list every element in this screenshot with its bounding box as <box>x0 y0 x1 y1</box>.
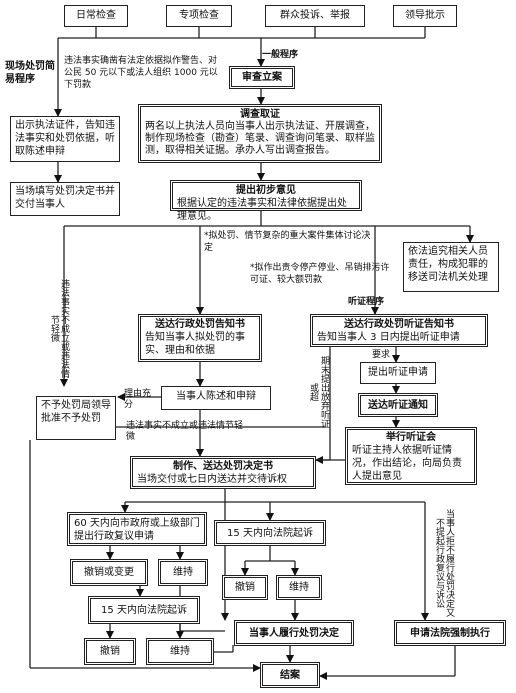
penalty-notice-title: 送达行政处罚告知书 <box>155 319 245 330</box>
simple-step-show-credentials: 出示执法证件，告知违法事实和处罚依据，听取陈述申辩 <box>10 116 120 162</box>
lawsuit2-maintain: 维持 <box>146 638 214 665</box>
initial-opinion-box: 提出初步意见 根据认定的违法事实和法律依据提出处理意见。 <box>170 180 362 222</box>
hearing-notice-box: 送达行政处罚听证告知书 告知当事人 3 日内提出听证申请 <box>310 314 488 347</box>
general-procedure-label: 一般程序 <box>262 50 299 60</box>
lawsuit-15-days-1: 15 天内向法院起诉 <box>214 520 326 546</box>
simple-condition-text: 违法事实确凿有法定依据拟作警告、对公民 50 元以下或法人组织 1000 元以下… <box>64 56 218 90</box>
simple-step-issue-decision: 当场填写处罚决定书并交付当事人 <box>10 182 120 216</box>
request-hearing-text: 要求 <box>372 350 391 360</box>
source-daily-inspection: 日常检查 <box>64 5 128 27</box>
hearing-notice-body: 告知当事人 3 日内提出听证申请 <box>317 332 460 343</box>
hold-hearing-body: 听证主持人依据听证情况，作出结论，向局负责人提出意见 <box>352 445 462 482</box>
reason-sufficient-text: 理由充分 <box>124 389 152 410</box>
lawsuit-15-days-2: 15 天内向法院起诉 <box>88 596 200 624</box>
investigation-body: 两名以上执法人员向当事人出示执法证、开展调查，制作现场检查（勘查）笔录、调查询问… <box>145 121 375 156</box>
major-case-text: *拟处罚、情节复杂的重大案件集体讨论决定 <box>204 231 371 253</box>
apply-hearing: 提出听证申请 <box>360 362 436 384</box>
initial-opinion-title: 提出初步意见 <box>236 185 296 196</box>
no-violation-horizontal-text: 违法事实不成立或违法情节轻微 <box>126 421 244 442</box>
admin-review: 60 天内向市政府或上级部门提出行政复议申请 <box>67 512 207 546</box>
hearing-condition-text: *拟作出责令停产停业、吊销排污许可证、较大额罚款 <box>250 263 390 285</box>
source-complaint: 群众投诉、举报 <box>265 5 365 27</box>
hold-hearing-title: 举行听证会 <box>386 432 436 443</box>
investigation-box: 调查取证 两名以上执法人员向当事人出示执法证、开展调查，制作现场检查（勘查）笔录… <box>138 104 382 163</box>
no-violation-vertical-text: 违法事实不成立或违法情节轻微 <box>49 278 69 378</box>
decision-body: 当场交付或七日内送达并交待诉权 <box>137 474 287 485</box>
review-maintain: 维持 <box>158 559 208 586</box>
investigation-title: 调查取证 <box>240 109 280 120</box>
statement-defense: 当事人陈述和申辩 <box>161 386 271 410</box>
decision-title: 制作、送达处罚决定书 <box>173 461 273 472</box>
lawsuit2-revoke: 撤销 <box>84 638 136 665</box>
penalty-notice-box: 送达行政处罚告知书 告知当事人拟处罚的事实、理由和依据 <box>138 314 262 362</box>
hearing-notice-delivery: 送达听证通知 <box>358 393 438 417</box>
decision-box: 制作、送达处罚决定书 当场交付或七日内送达并交待诉权 <box>130 456 316 489</box>
case-closed: 结案 <box>260 662 320 688</box>
hearing-procedure-label: 听证程序 <box>348 297 385 307</box>
penalty-notice-body: 告知当事人拟处罚的事实、理由和依据 <box>145 332 245 356</box>
source-leader-instruction: 领导批示 <box>393 5 457 27</box>
perform-decision: 当事人履行处罚决定 <box>234 620 354 646</box>
no-penalty-box: 不予处罚局领导批准不予处罚 <box>36 396 116 440</box>
source-special-inspection: 专项检查 <box>166 5 232 27</box>
lawsuit1-revoke: 撤销 <box>222 575 268 600</box>
register-case: 审查立案 <box>229 66 295 89</box>
criminal-referral: 依法追究相关人员责任，构成犯罪的移送司法机关处理 <box>403 242 499 292</box>
refuse-perform-text: 当事人拒不履行处罚决定又不提起行政复议与诉讼 <box>434 508 454 617</box>
hold-hearing-box: 举行听证会 听证主持人依据听证情况，作出结论，向局负责人提出意见 <box>345 427 477 485</box>
initial-opinion-body: 根据认定的违法事实和法律依据提出处理意见。 <box>177 198 347 222</box>
hearing-notice-title: 送达行政处罚听证告知书 <box>344 319 454 330</box>
court-enforcement: 申请法院强制执行 <box>394 620 506 646</box>
simple-procedure-label: 现场处罚简易程序 <box>5 61 55 85</box>
lawsuit1-maintain: 维持 <box>276 575 322 600</box>
review-revoke-change: 撤销或变更 <box>70 559 148 586</box>
waive-hearing-text: 期末提出放弃听证或超 <box>308 356 329 428</box>
